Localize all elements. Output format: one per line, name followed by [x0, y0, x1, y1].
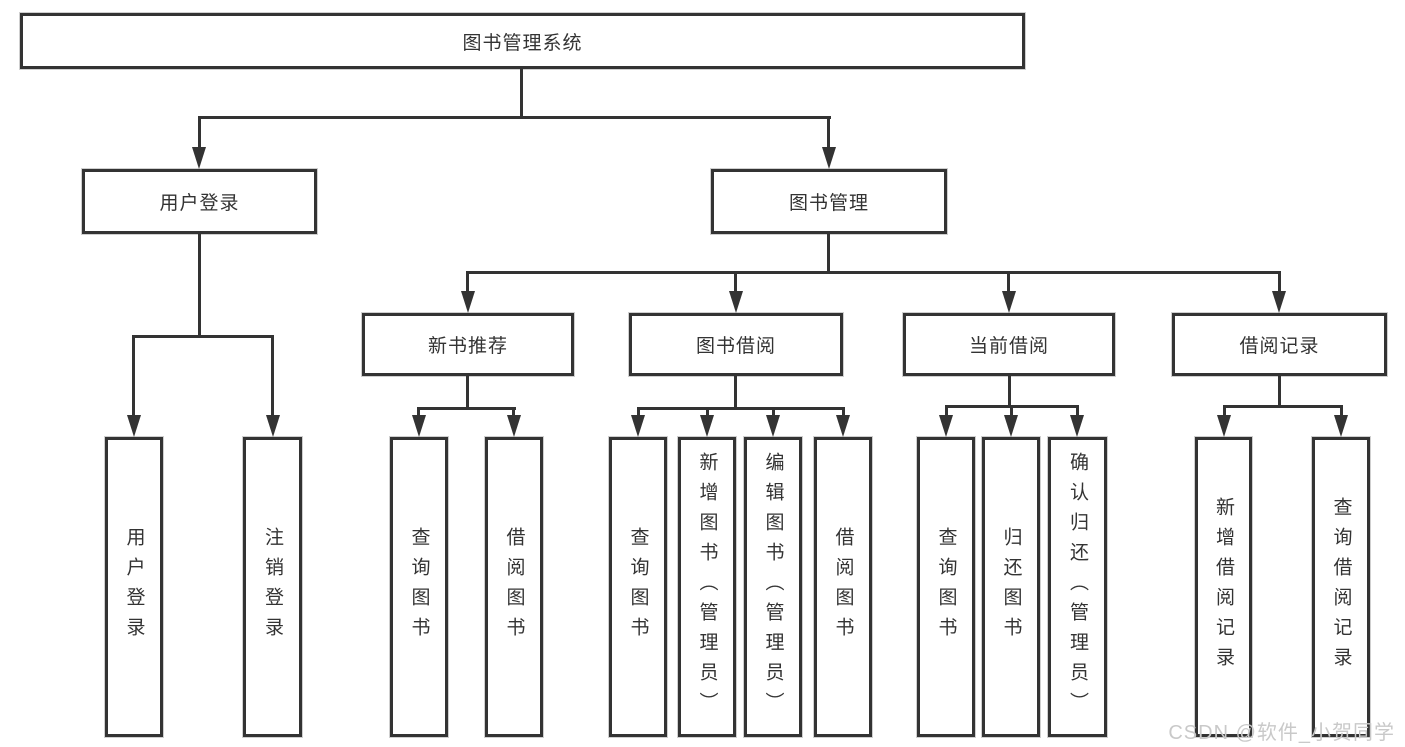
leaf-query-books-recommend: 查询图书 — [390, 437, 448, 737]
leaf-user-login: 用户登录 — [105, 437, 163, 737]
leaf-confirm-return-admin: 确认归还（管理员） — [1048, 437, 1107, 737]
leaf-return-books: 归还图书 — [982, 437, 1040, 737]
leaf-borrow-books: 借阅图书 — [814, 437, 872, 737]
connector-drop-rec-borrow — [512, 407, 515, 417]
leaf-label: 确认归还（管理员） — [1067, 452, 1088, 722]
arrowhead-cur-query — [939, 415, 953, 437]
connector-drop-rec-query — [417, 407, 420, 417]
node-label: 图书借阅 — [695, 336, 776, 357]
arrowhead-rec-query — [412, 415, 426, 437]
connector-mgmt-stem — [827, 234, 830, 273]
connector-borrow-rail — [637, 407, 844, 410]
arrowhead-bor-query — [631, 415, 645, 437]
connector-drop-bor-borrow — [842, 407, 845, 417]
leaf-label: 编辑图书（管理员） — [762, 452, 784, 722]
leaf-label: 查询图书 — [935, 527, 957, 647]
leaf-label: 用户登录 — [123, 527, 145, 647]
connector-user-rail — [133, 335, 274, 338]
connector-drop-recd-query — [1340, 405, 1343, 417]
arrowhead-bor-borrow — [836, 415, 850, 437]
connector-drop-records — [1278, 271, 1281, 293]
leaf-label: 借阅图书 — [832, 527, 854, 647]
connector-recommend-rail — [418, 407, 516, 410]
connector-drop-bor-add — [706, 407, 709, 417]
node-current-borrow: 当前借阅 — [903, 313, 1115, 376]
node-label: 新书推荐 — [427, 336, 508, 357]
node-label: 当前借阅 — [968, 336, 1049, 357]
connector-drop-user-login — [198, 116, 201, 149]
leaf-logout: 注销登录 — [243, 437, 302, 737]
node-book-borrow: 图书借阅 — [629, 313, 843, 376]
node-label: 用户登录 — [159, 193, 240, 214]
arrowhead-current — [1002, 291, 1016, 313]
connector-current-stem — [1008, 376, 1011, 407]
connector-records-rail — [1223, 405, 1342, 408]
arrowhead-recd-add — [1217, 415, 1231, 437]
connector-drop-bor-query — [637, 407, 640, 417]
node-label: 图书管理系统 — [462, 32, 583, 54]
leaf-borrow-books-recommend: 借阅图书 — [485, 437, 543, 737]
connector-level3-rail — [467, 271, 1281, 274]
connector-borrow-stem — [734, 376, 737, 409]
node-borrow-records: 借阅记录 — [1172, 313, 1387, 376]
leaf-label: 新增图书（管理员） — [696, 452, 718, 722]
arrowhead-records — [1272, 291, 1286, 313]
connector-drop-leaf-logout — [271, 335, 274, 417]
leaf-query-borrow-record: 查询借阅记录 — [1312, 437, 1370, 737]
arrowhead-rec-borrow — [507, 415, 521, 437]
connector-drop-book-mgmt — [827, 116, 830, 149]
arrowhead-recd-query — [1334, 415, 1348, 437]
leaf-add-books-admin: 新增图书（管理员） — [678, 437, 736, 737]
leaf-label: 归还图书 — [1000, 527, 1022, 647]
connector-root-stem — [520, 69, 523, 117]
leaf-label: 注销登录 — [262, 527, 283, 647]
csdn-watermark: CSDN @软件_小贺同学 — [1168, 722, 1395, 744]
connector-level2-rail — [198, 116, 831, 119]
arrowhead-cur-return — [1004, 415, 1018, 437]
arrowhead-leaf-logout — [266, 415, 280, 437]
arrowhead-book-mgmt — [822, 147, 836, 169]
node-library-system: 图书管理系统 — [20, 13, 1025, 69]
leaf-query-books-current: 查询图书 — [917, 437, 975, 737]
connector-drop-cur-query — [945, 405, 948, 417]
arrowhead-user-login — [192, 147, 206, 169]
leaf-edit-books-admin: 编辑图书（管理员） — [744, 437, 802, 737]
connector-recommend-stem — [466, 376, 469, 409]
node-label: 借阅记录 — [1239, 336, 1320, 357]
leaf-label: 查询图书 — [627, 527, 649, 647]
leaf-label: 查询图书 — [408, 527, 430, 647]
node-book-management: 图书管理 — [711, 169, 947, 234]
arrowhead-bor-edit — [766, 415, 780, 437]
connector-drop-borrow — [734, 271, 737, 293]
leaf-label: 借阅图书 — [503, 527, 525, 647]
connector-drop-recommend — [466, 271, 469, 293]
connector-drop-leaf-login — [132, 335, 135, 417]
connector-drop-cur-confirm — [1076, 405, 1079, 417]
arrowhead-cur-confirm — [1070, 415, 1084, 437]
arrowhead-leaf-login — [127, 415, 141, 437]
connector-records-stem — [1278, 376, 1281, 407]
connector-drop-current — [1007, 271, 1010, 293]
arrowhead-bor-add — [700, 415, 714, 437]
connector-user-stem — [198, 234, 201, 337]
leaf-query-books-borrow: 查询图书 — [609, 437, 667, 737]
connector-drop-cur-return — [1010, 405, 1013, 417]
arrowhead-recommend — [461, 291, 475, 313]
leaf-label: 新增借阅记录 — [1213, 497, 1234, 677]
leaf-add-borrow-record: 新增借阅记录 — [1195, 437, 1252, 737]
leaf-label: 查询借阅记录 — [1330, 497, 1352, 677]
connector-drop-bor-edit — [772, 407, 775, 417]
node-new-book-recommend: 新书推荐 — [362, 313, 574, 376]
node-user-login-module: 用户登录 — [82, 169, 317, 234]
connector-drop-recd-add — [1223, 405, 1226, 417]
arrowhead-borrow — [729, 291, 743, 313]
node-label: 图书管理 — [788, 193, 869, 214]
